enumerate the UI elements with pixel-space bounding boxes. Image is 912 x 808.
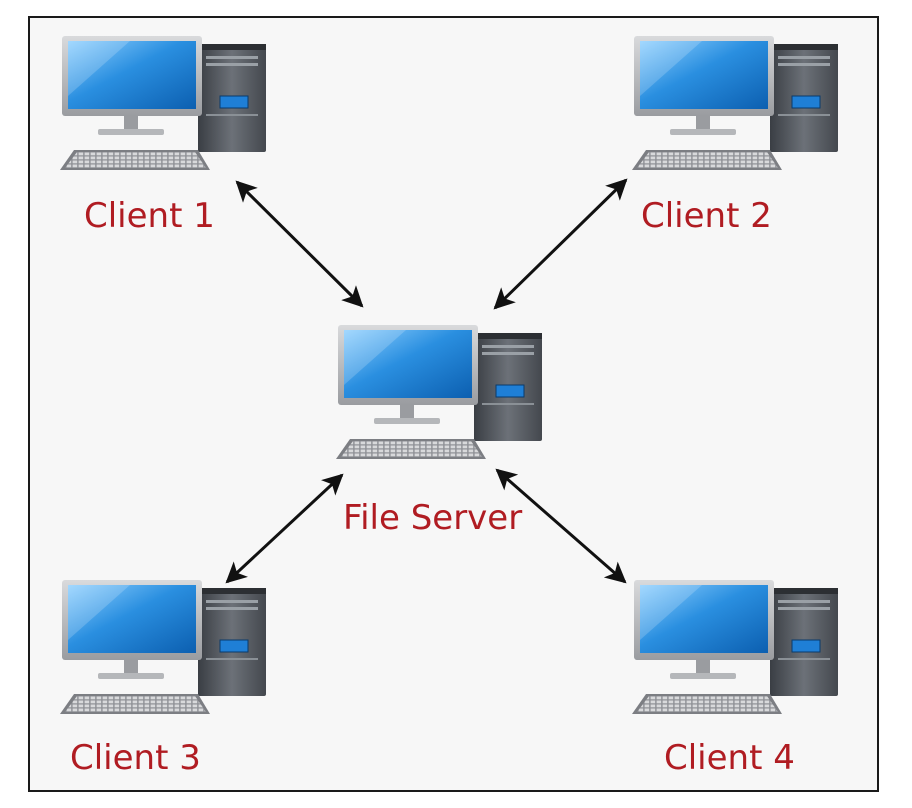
client4-label: Client 4 [664, 738, 795, 778]
client3-label: Client 3 [70, 738, 201, 778]
client1-computer [60, 36, 275, 176]
client2-computer [632, 36, 847, 176]
desktop-computer-icon [60, 36, 275, 176]
arrow-client1-server [235, 180, 364, 308]
client4-computer [632, 580, 847, 720]
desktop-computer-icon [632, 36, 847, 176]
file-server-computer [336, 325, 551, 465]
file-server-label: File Server [343, 498, 523, 538]
arrow-server-client4 [495, 468, 627, 584]
arrow-client2-server [493, 178, 628, 310]
client2-label: Client 2 [641, 196, 772, 236]
desktop-computer-icon [632, 580, 847, 720]
client1-label: Client 1 [84, 196, 215, 236]
arrow-server-client3 [225, 473, 344, 584]
desktop-computer-icon [60, 580, 275, 720]
client3-computer [60, 580, 275, 720]
desktop-computer-icon [336, 325, 551, 465]
